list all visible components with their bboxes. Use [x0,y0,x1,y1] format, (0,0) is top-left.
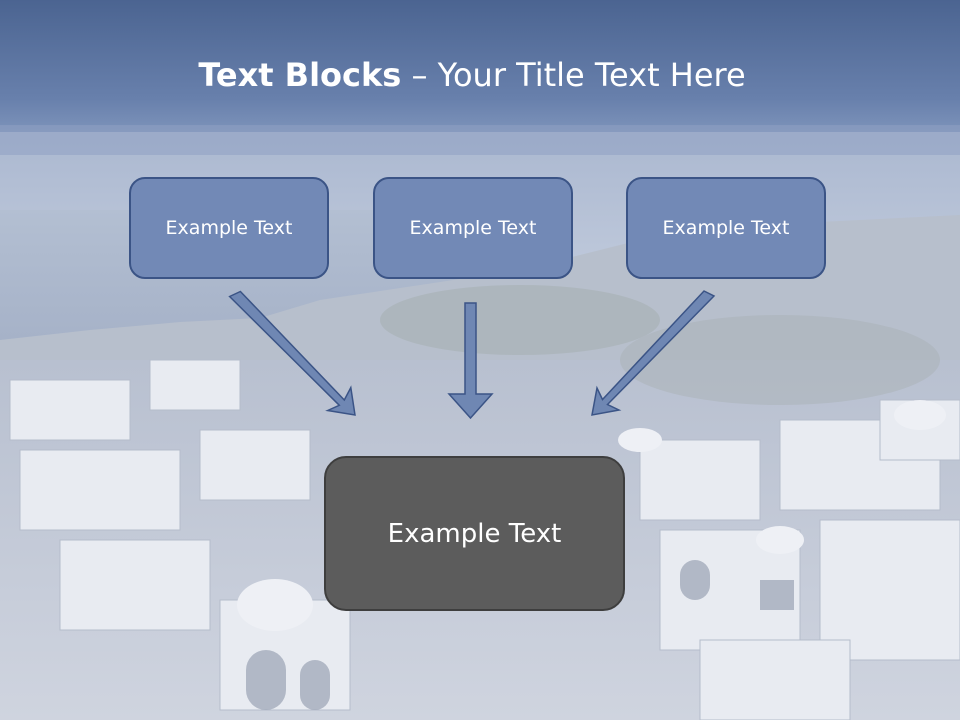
arrow-down-icon [447,302,494,420]
arrow-left-icon [228,290,356,416]
title-rest-part: – Your Title Text Here [401,56,746,94]
slide-title: Text Blocks – Your Title Text Here [0,52,944,98]
arrow-right-icon [591,290,716,416]
text-block-1-label: Example Text [165,217,293,239]
text-block-1[interactable]: Example Text [129,177,329,279]
text-block-3[interactable]: Example Text [626,177,826,279]
title-bold-part: Text Blocks [198,56,402,94]
text-block-2-label: Example Text [409,217,537,239]
text-block-2[interactable]: Example Text [373,177,573,279]
text-block-3-label: Example Text [662,217,790,239]
main-text-block-label: Example Text [387,518,562,549]
main-text-block[interactable]: Example Text [324,456,625,611]
